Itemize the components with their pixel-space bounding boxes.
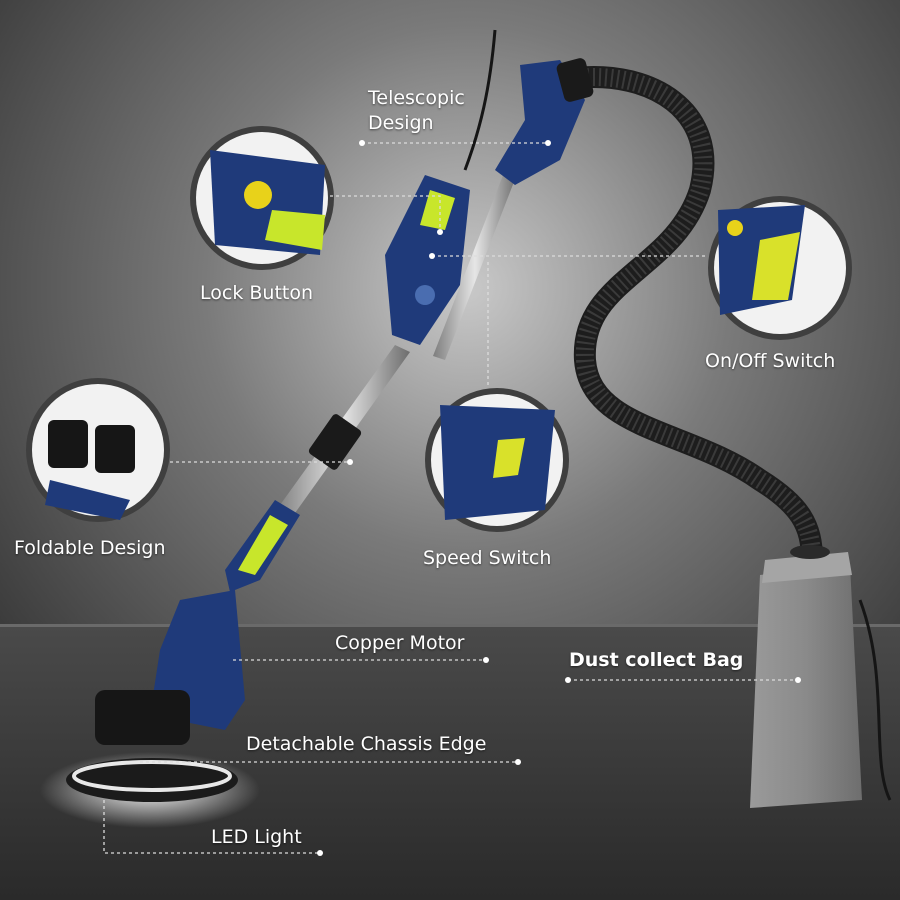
power-cord xyxy=(463,29,497,171)
control-body-lime-panel xyxy=(420,190,455,230)
telescopic-label-line1: Telescopic xyxy=(368,87,465,109)
lock-button-label: Lock Button xyxy=(200,282,314,304)
dust-bag-top xyxy=(762,552,852,583)
callout-dots xyxy=(317,140,801,856)
sanding-disc xyxy=(66,758,238,802)
copper-motor-label: Copper Motor xyxy=(335,632,465,654)
lock-button-inset xyxy=(190,126,334,270)
fold-joint xyxy=(308,414,362,470)
motor-cap xyxy=(95,690,190,745)
dust-bag-collar xyxy=(790,545,830,559)
callout-leader-lines xyxy=(103,142,798,854)
led-light-label: LED Light xyxy=(211,826,302,848)
speed-switch-inset xyxy=(425,388,569,532)
lower-grip-lime xyxy=(238,515,288,575)
foldable-design-label: Foldable Design xyxy=(14,537,166,559)
telescopic-label-line2: Design xyxy=(368,112,434,134)
detachable-chassis-edge-label: Detachable Chassis Edge xyxy=(246,733,487,755)
speed-switch-label: Speed Switch xyxy=(423,547,552,569)
foldable-design-inset xyxy=(26,378,170,522)
dust-collect-bag-label: Dust collect Bag xyxy=(569,649,744,671)
telescopic-pole-upper xyxy=(433,170,517,360)
on-off-switch-label: On/Off Switch xyxy=(705,350,836,372)
bag-cord xyxy=(858,599,892,801)
on-off-switch-inset xyxy=(708,196,852,340)
speed-dial xyxy=(415,285,435,305)
dust-bag xyxy=(750,565,862,808)
floor-edge-highlight xyxy=(0,624,900,627)
vacuum-hose xyxy=(564,66,823,571)
top-handle-collar xyxy=(556,58,594,102)
